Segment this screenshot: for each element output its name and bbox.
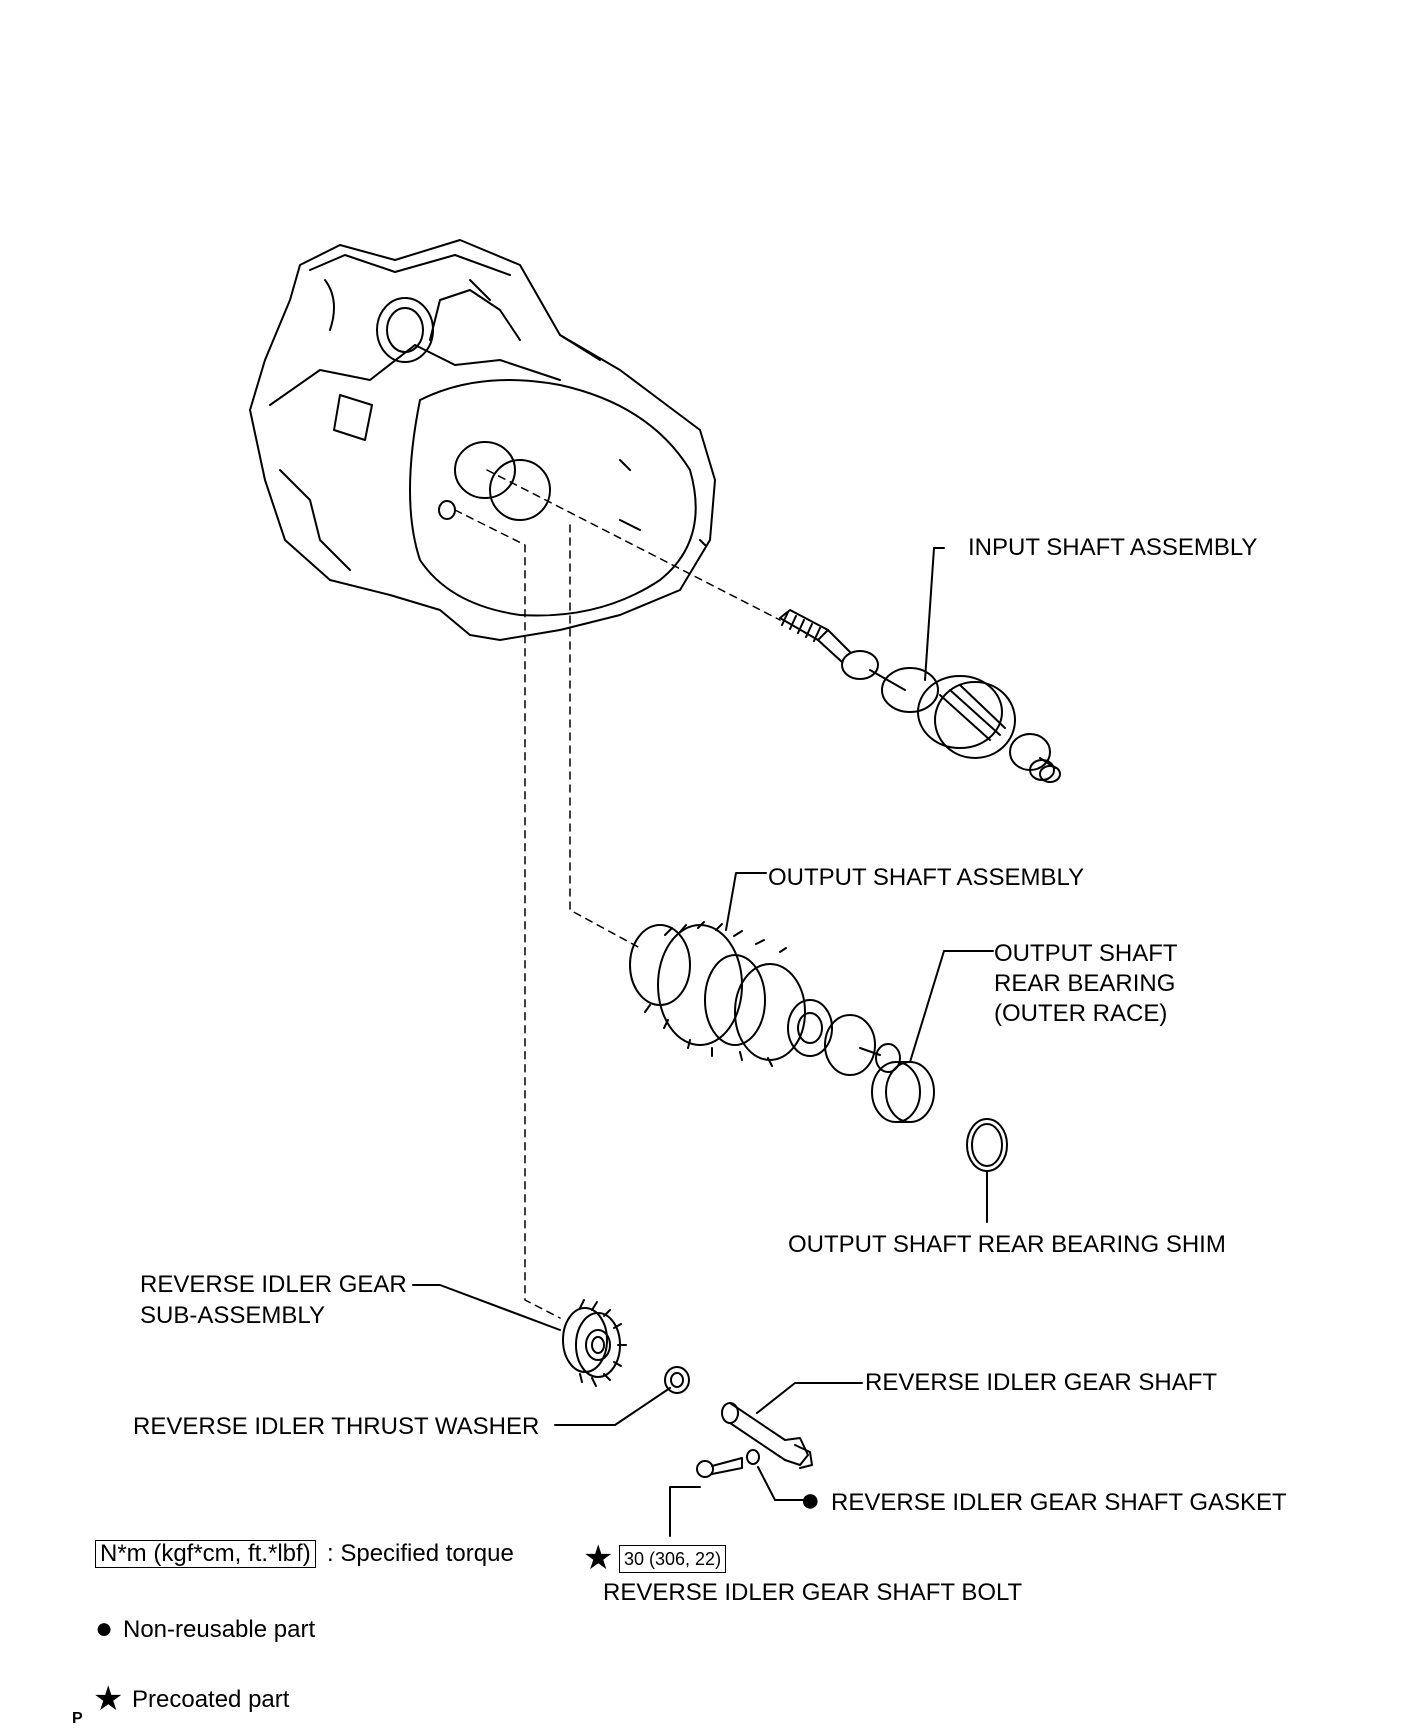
legend-star-icon: ★ [93, 1680, 124, 1718]
bearing-shim-label: OUTPUT SHAFT REAR BEARING SHIM [788, 1231, 1226, 1258]
shaft-gasket-part [746, 1449, 760, 1465]
thrust-washer-part [664, 1366, 690, 1394]
output-shaft-label: OUTPUT SHAFT ASSEMBLY [768, 864, 1085, 891]
rear-bearing-label-line1: OUTPUT SHAFT [994, 940, 1178, 967]
shaft-bolt-label: REVERSE IDLER GEAR SHAFT BOLT [603, 1579, 1023, 1606]
idler-shaft-label: REVERSE IDLER GEAR SHAFT [865, 1369, 1218, 1396]
precoated-marker-icon: ★ [583, 1539, 614, 1577]
legend-circle-icon: ● [95, 1612, 114, 1645]
leader-lines [412, 547, 994, 1537]
idler-shaft-part [721, 1402, 813, 1469]
idler-gear-part [562, 1299, 627, 1387]
shaft-gasket-label: REVERSE IDLER GEAR SHAFT GASKET [831, 1489, 1287, 1516]
input-shaft-part [779, 609, 1061, 783]
legend-non-reusable-text: Non-reusable part [123, 1616, 316, 1643]
rear-bearing-part [871, 1061, 935, 1123]
idler-gear-label-line1: REVERSE IDLER GEAR [140, 1271, 407, 1298]
idler-gear-label-line2: SUB-ASSEMBLY [140, 1302, 325, 1329]
corner-mark: P [72, 1710, 83, 1727]
bolt-torque-value: 30 (306, 22) [619, 1545, 727, 1573]
transmission-case [249, 239, 716, 641]
shaft-bolt-part [696, 1457, 743, 1478]
rear-bearing-label-line2: REAR BEARING [994, 970, 1176, 997]
input-shaft-label: INPUT SHAFT ASSEMBLY [968, 534, 1258, 561]
bearing-shim-part [966, 1118, 1008, 1172]
alignment-lines [454, 469, 781, 1319]
legend-precoated-text: Precoated part [132, 1686, 290, 1713]
rear-bearing-label-line3: (OUTER RACE) [994, 1000, 1168, 1027]
legend-torque-unit-box: N*m (kgf*cm, ft.*lbf) [95, 1540, 316, 1568]
legend-torque-description: : Specified torque [327, 1540, 514, 1567]
thrust-washer-label: REVERSE IDLER THRUST WASHER [133, 1413, 540, 1440]
output-shaft-part [629, 921, 901, 1076]
non-reusable-marker-icon: ● [800, 1481, 821, 1519]
